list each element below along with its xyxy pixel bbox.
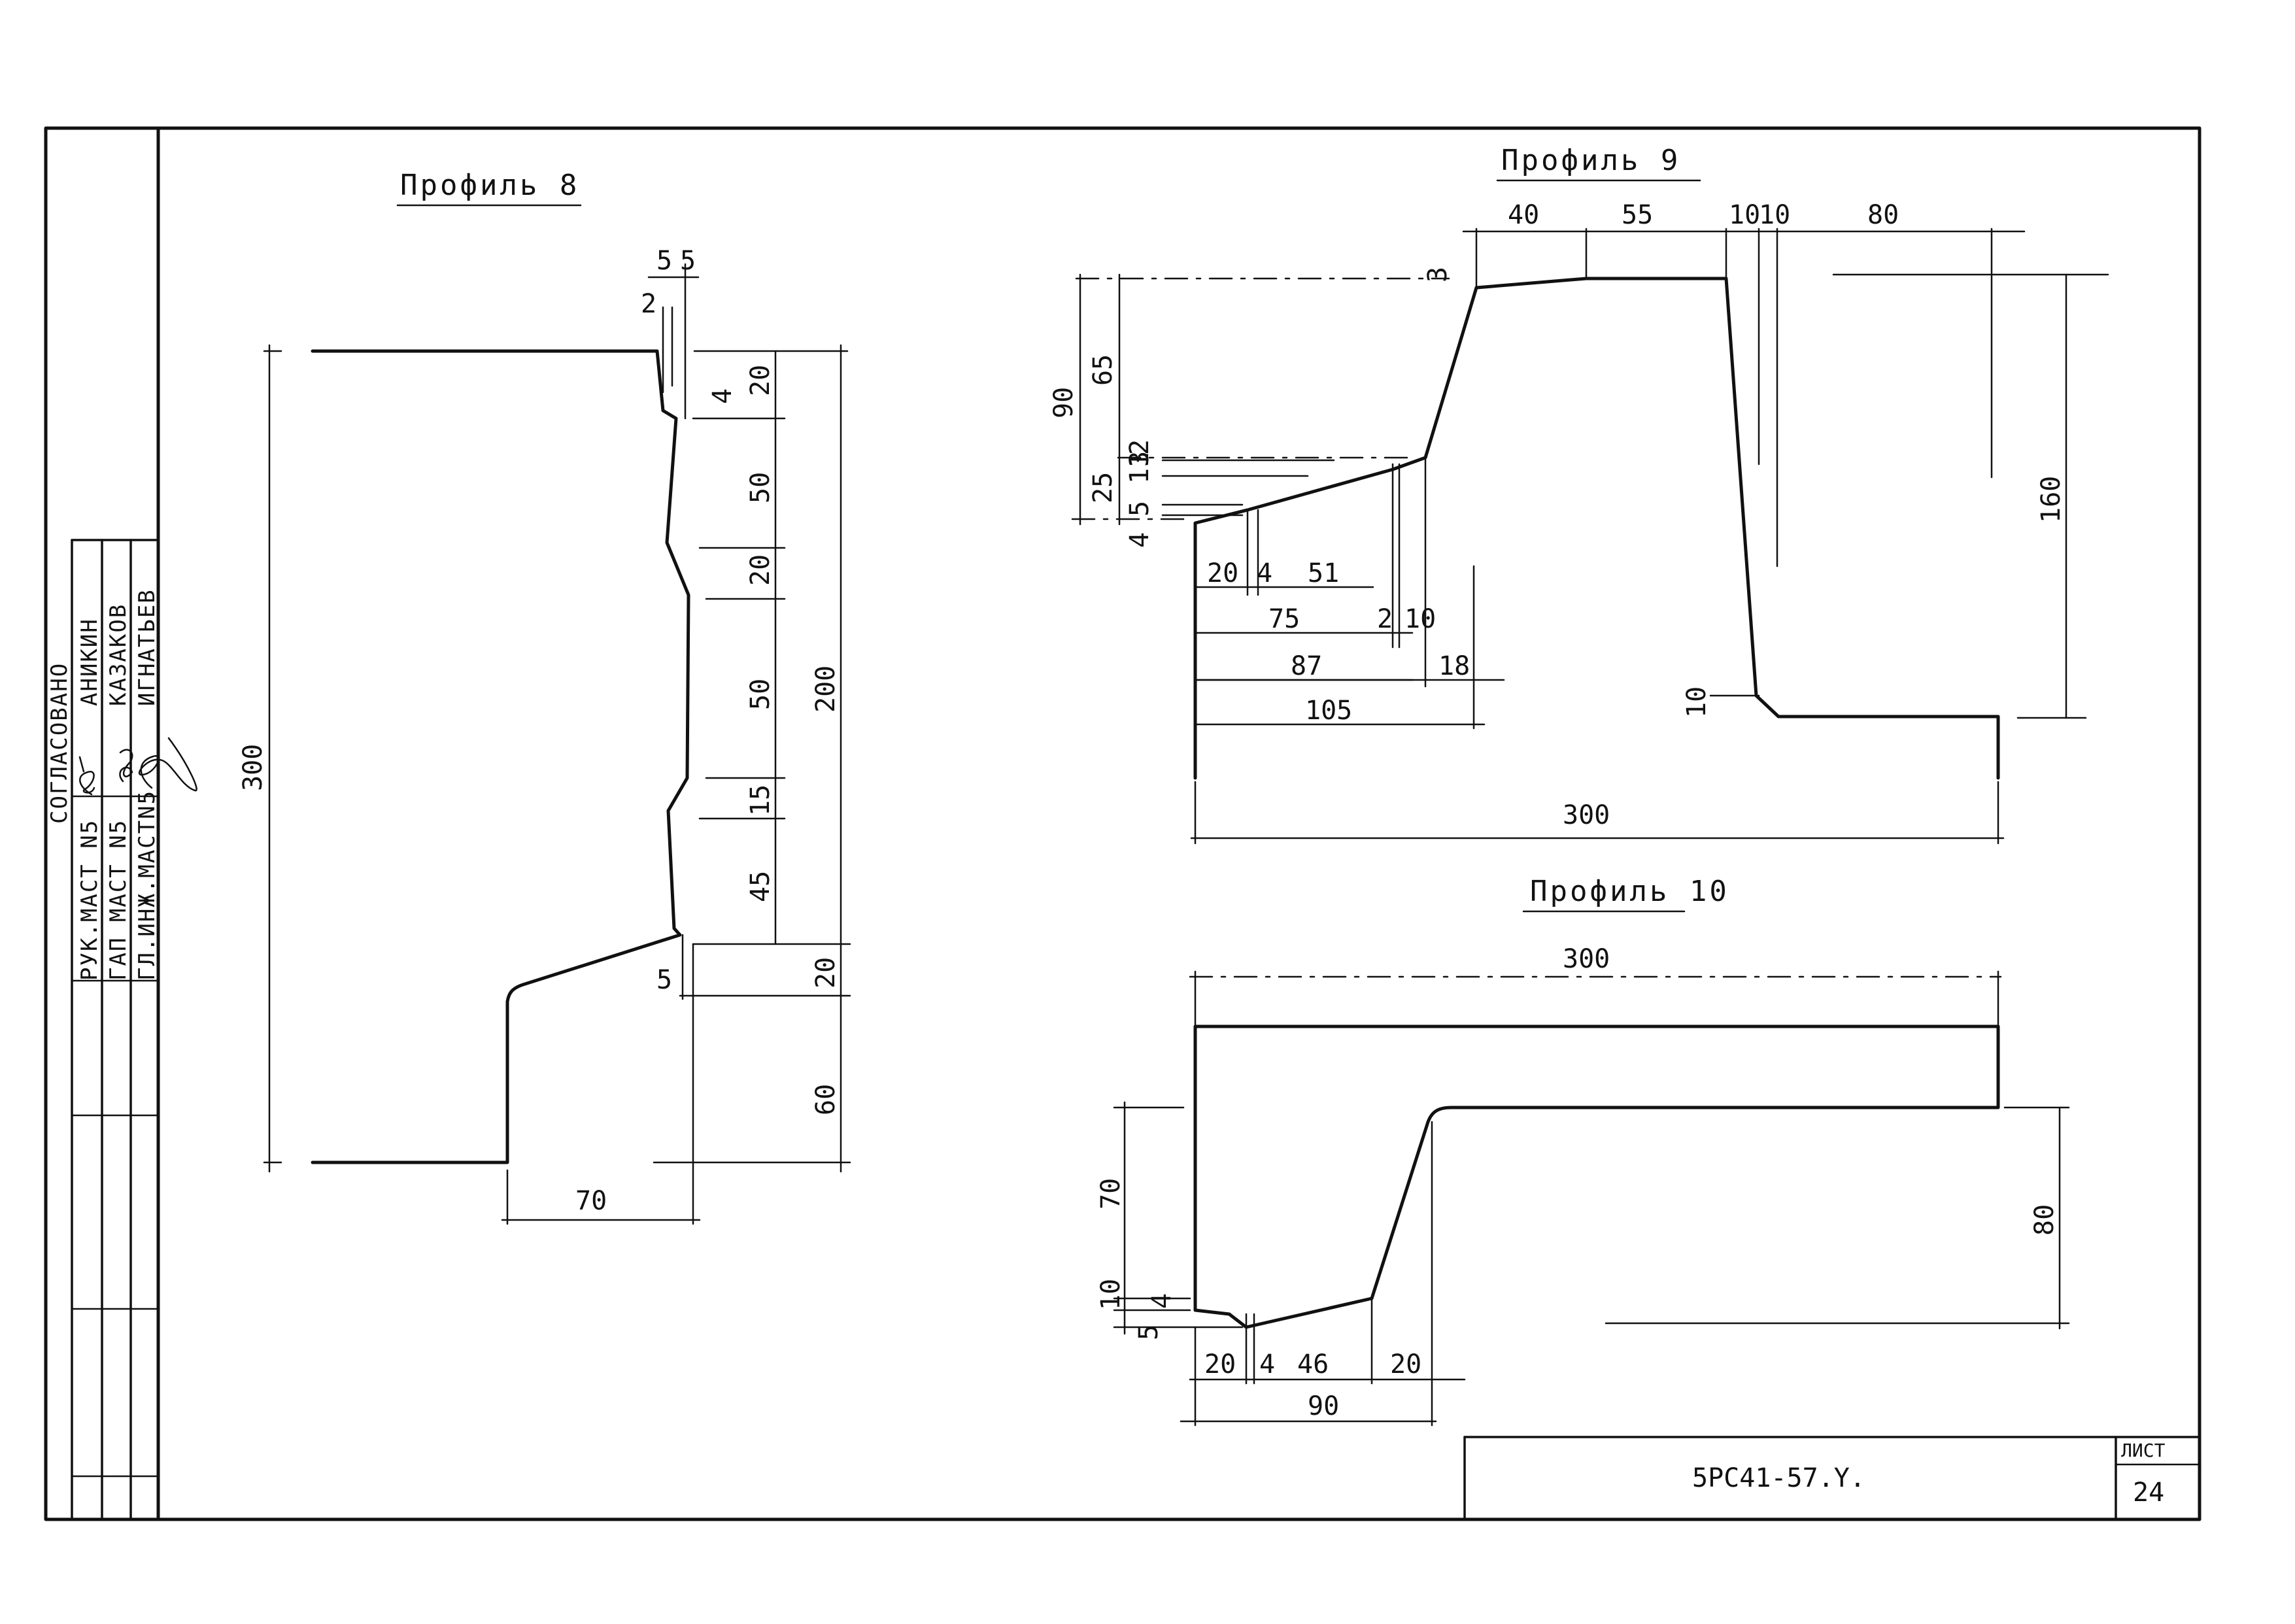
- p9-dim-t80: 80: [1867, 200, 1899, 230]
- p9-dim-b4: 4: [1257, 558, 1272, 588]
- p9-dim-t55: 55: [1622, 200, 1653, 230]
- p8-dim-top-5b: 5: [680, 246, 696, 276]
- p9-dim-90: 90: [1049, 387, 1079, 418]
- p10-dim-b90: 90: [1308, 1391, 1339, 1421]
- p8-dim-20a: 20: [745, 365, 775, 396]
- approval-name-1: АНИКИН: [76, 618, 103, 706]
- p9-dim-b18: 18: [1438, 651, 1470, 681]
- p8-dim-top-5a: 5: [656, 246, 672, 276]
- approval-name-3: ИГНАТЬЕВ: [134, 588, 160, 706]
- signature-2: [119, 749, 133, 783]
- approvals-block: СОГЛАСОВАНО РУК.МАСТ N5 АНИКИН ГАП МАСТ …: [46, 588, 197, 981]
- profile-8: Профиль 8 5 5 2 4 20 50 20 50: [238, 169, 851, 1225]
- signature-1: [78, 756, 95, 796]
- approvals-heading: СОГЛАСОВАНО: [46, 662, 73, 824]
- p9-dim-300: 300: [1563, 800, 1610, 830]
- approval-role-1: РУК.МАСТ N5: [76, 819, 103, 981]
- profile-9-outline: [1193, 277, 2000, 780]
- p9-dim-b75: 75: [1268, 604, 1300, 634]
- p8-dim-4: 4: [707, 388, 738, 404]
- p9-dim-b51: 51: [1308, 558, 1339, 588]
- p9-dim-65: 65: [1088, 354, 1118, 386]
- p10-dim-70: 70: [1096, 1178, 1126, 1210]
- p10-dim-80: 80: [2030, 1204, 2060, 1236]
- p9-dim-10: 10: [1682, 686, 1712, 718]
- p9-dim-11: 11: [1125, 452, 1155, 484]
- sheet-number: 24: [2133, 1478, 2164, 1508]
- p8-dim-top-2: 2: [641, 289, 656, 319]
- p9-dim-3: 3: [1423, 267, 1453, 282]
- p9-dim-b87: 87: [1291, 651, 1322, 681]
- p9-dim-25: 25: [1088, 472, 1118, 503]
- p10-dim-b20b: 20: [1390, 1349, 1421, 1379]
- p8-dim-200: 200: [811, 666, 841, 713]
- p9-dim-160: 160: [2036, 476, 2066, 523]
- p8-dim-20b: 20: [745, 554, 775, 586]
- sheet-label: ЛИСТ: [2121, 1440, 2166, 1461]
- p10-dim-b20a: 20: [1204, 1349, 1236, 1379]
- p8-dim-50a: 50: [745, 472, 775, 503]
- p8-dim-50b: 50: [745, 679, 775, 710]
- p10-dim-b46: 46: [1297, 1349, 1329, 1379]
- p9-dim-b20: 20: [1207, 558, 1238, 588]
- profile-8-outline: [311, 349, 690, 1164]
- p10-dim-b4: 4: [1259, 1349, 1275, 1379]
- profile-10: Профиль 10 300 80 70 10 4 5 20 4 46 20 9…: [1096, 875, 2070, 1427]
- drawing-code: 5PC41-57.Y.: [1692, 1463, 1865, 1493]
- p10-dim-4: 4: [1147, 1293, 1177, 1309]
- p8-dim-20c: 20: [811, 957, 841, 989]
- signature-3: [138, 737, 197, 792]
- p9-dim-t10a: 10: [1729, 200, 1760, 230]
- p10-dim-10: 10: [1096, 1279, 1126, 1310]
- p10-dim-5: 5: [1134, 1325, 1164, 1340]
- p10-dim-300: 300: [1563, 944, 1610, 974]
- profile-10-outline: [1193, 1024, 2000, 1329]
- p9-dim-t40: 40: [1508, 200, 1539, 230]
- p9-dim-3b: 3: [1125, 451, 1155, 467]
- p8-dim-300: 300: [238, 744, 268, 791]
- p8-dim-5: 5: [656, 965, 672, 995]
- p9-dim-b10: 10: [1404, 604, 1436, 634]
- profile-9: Профиль 9 40 55 10 10 80 3 160 90 65 25: [1049, 144, 2109, 845]
- p9-dim-b105: 105: [1305, 696, 1352, 726]
- approval-name-2: КАЗАКОВ: [105, 603, 131, 706]
- p9-dim-4: 4: [1125, 532, 1155, 548]
- frame: [44, 126, 2202, 1521]
- p8-dim-45: 45: [745, 871, 775, 902]
- profile-10-title: Профиль 10: [1530, 875, 1729, 908]
- p9-dim-b2: 2: [1377, 604, 1393, 634]
- p8-dim-60: 60: [811, 1084, 841, 1115]
- p8-dim-15: 15: [745, 785, 775, 816]
- p9-dim-2: 2: [1125, 439, 1155, 455]
- profile-8-title: Профиль 8: [400, 169, 579, 202]
- approval-role-2: ГАП МАСТ N5: [105, 819, 131, 981]
- p8-dim-70: 70: [575, 1186, 607, 1216]
- approval-role-3: ГЛ.ИНЖ.МАСТN5: [134, 790, 160, 981]
- p9-dim-t10b: 10: [1759, 200, 1790, 230]
- profile-9-title: Профиль 9: [1501, 144, 1680, 177]
- p9-dim-5: 5: [1125, 501, 1155, 516]
